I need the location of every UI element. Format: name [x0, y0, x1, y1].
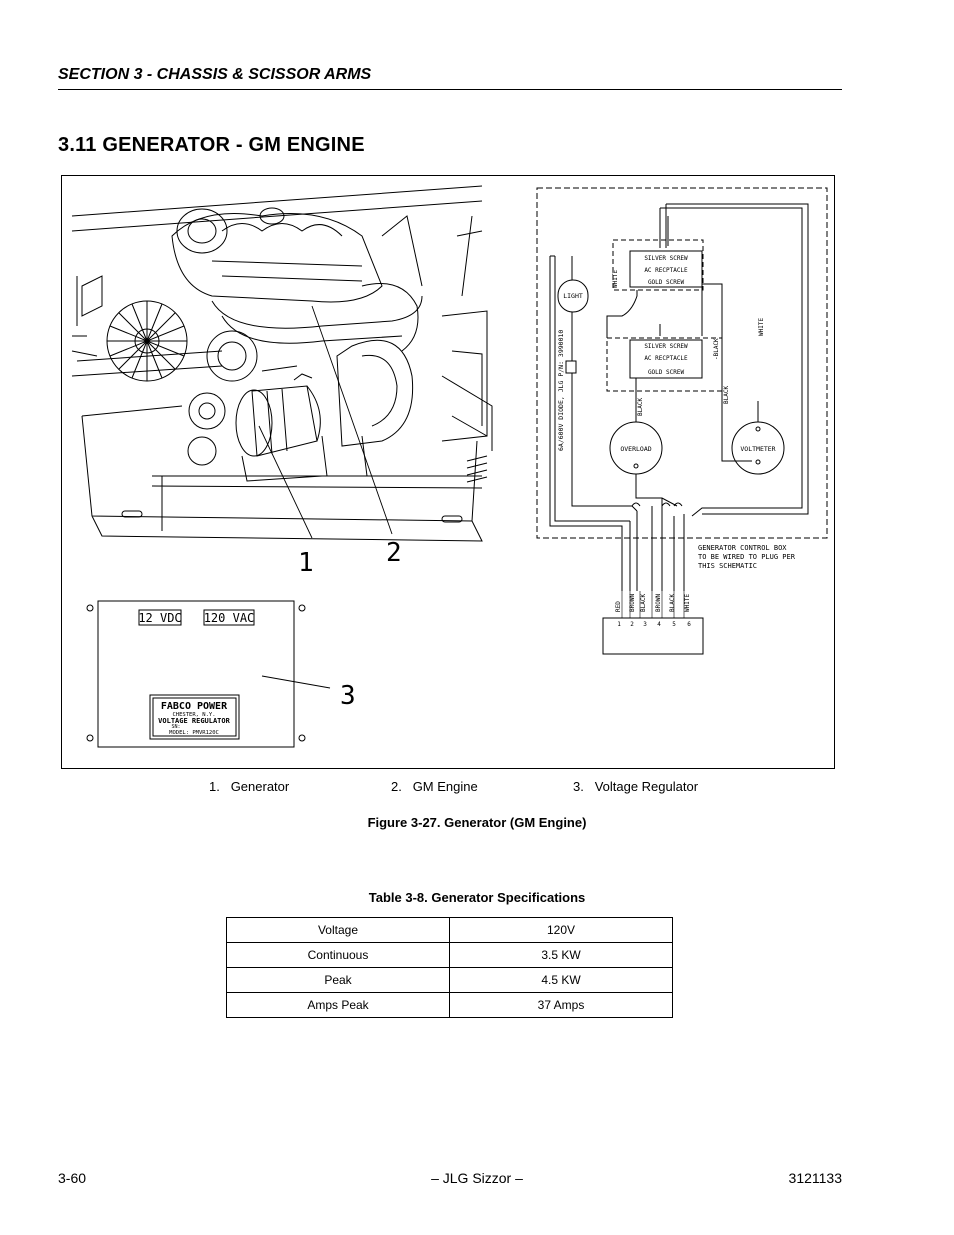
regulator-12vdc: 12 VDC — [138, 611, 181, 625]
figure-illustration: 1 2 12 VDC 120 VAC FABCO POWER CHESTER, … — [71, 185, 828, 748]
figure-caption: Figure 3-27. Generator (GM Engine) — [367, 815, 587, 830]
callout-2: 2 — [386, 538, 402, 568]
legend-item-1: 1. Generator — [209, 779, 290, 794]
light-label: LIGHT — [563, 292, 583, 300]
plug-wire-1: RED — [615, 601, 622, 612]
spec-label: Amps Peak — [226, 992, 450, 1018]
voltmeter-label: VOLTMETER — [740, 445, 775, 453]
overload-label: OVERLOAD — [620, 445, 651, 453]
spec-value: 4.5 KW — [449, 967, 673, 993]
section-header: SECTION 3 - CHASSIS & SCISSOR ARMS — [58, 66, 372, 83]
wire-black-1: BLACK — [637, 398, 644, 416]
figure-generator-gm-engine: 1 2 12 VDC 120 VAC FABCO POWER CHESTER, … — [61, 175, 835, 769]
footer-doc-number: 3121133 — [788, 1170, 842, 1186]
callout-3: 3 — [340, 681, 356, 711]
table-row: Peak 4.5 KW — [226, 967, 673, 993]
generator-specs-table: Voltage 120V Continuous 3.5 KW Peak 4.5 … — [226, 917, 673, 1018]
receptacle1-ac: AC RECPTACLE — [644, 267, 688, 274]
table-row: Continuous 3.5 KW — [226, 942, 673, 968]
regulator-120vac: 120 VAC — [204, 611, 255, 625]
voltage-regulator — [86, 600, 331, 748]
wire-white-2: WHITE — [758, 318, 765, 336]
engine-illustration — [71, 185, 493, 542]
receptacle2-gold: GOLD SCREW — [648, 369, 685, 376]
control-box-note-2: TO BE WIRED TO PLUG PER — [698, 553, 796, 561]
regulator-product: VOLTAGE REGULATOR — [158, 717, 230, 725]
footer-page-number: 3-60 — [58, 1170, 87, 1186]
table-caption: Table 3-8. Generator Specifications — [368, 890, 586, 905]
footer-title: – JLG Sizzor – — [431, 1170, 523, 1186]
table-row: Amps Peak 37 Amps — [226, 992, 673, 1018]
legend-item-2: 2. GM Engine — [391, 779, 478, 794]
regulator-brand: FABCO POWER — [161, 701, 228, 712]
wire-black-3: -BLACK — [713, 338, 720, 360]
receptacle1-silver: SILVER SCREW — [644, 255, 688, 262]
plug-wire-6: WHITE — [684, 594, 691, 612]
regulator-model: MODEL: PMVR120C — [169, 730, 219, 736]
receptacle2-silver: SILVER SCREW — [644, 343, 688, 350]
plug-pin-6: 6 — [687, 621, 691, 628]
plug-pin-1: 1 — [617, 621, 621, 628]
spec-value: 120V — [449, 917, 673, 943]
wire-white-1: WHITE — [612, 270, 619, 288]
control-box-note-1: GENERATOR CONTROL BOX — [698, 544, 787, 552]
plug-wire-4: BROWN — [655, 594, 662, 612]
receptacle1-gold: GOLD SCREW — [648, 279, 685, 286]
plug-pin-5: 5 — [672, 621, 676, 628]
page-title: 3.11 GENERATOR - GM ENGINE — [58, 134, 365, 156]
table-row: Voltage 120V — [226, 917, 673, 943]
control-box-note-3: THIS SCHEMATIC — [698, 562, 757, 570]
legend-item-3: 3. Voltage Regulator — [573, 779, 699, 794]
plug-pin-4: 4 — [657, 621, 661, 628]
spec-label: Peak — [226, 967, 450, 993]
spec-label: Voltage — [226, 917, 450, 943]
spec-value: 37 Amps — [449, 992, 673, 1018]
receptacle2-ac: AC RECPTACLE — [644, 355, 688, 362]
regulator-sn: SN: — [171, 724, 180, 730]
plug-pin-2: 2 — [630, 621, 634, 628]
regulator-city: CHESTER, N.Y. — [172, 712, 215, 718]
callout-1: 1 — [298, 548, 314, 578]
diode-label: 6A/600V DIODE, JLG P/N: 3990010 — [557, 330, 565, 451]
wire-black-2: BLACK — [723, 386, 730, 404]
spec-label: Continuous — [226, 942, 450, 968]
plug-wire-5: BLACK — [669, 594, 676, 612]
wiring-schematic — [536, 187, 828, 655]
spec-value: 3.5 KW — [449, 942, 673, 968]
header-rule — [58, 89, 842, 90]
plug-wire-3: BLACK — [640, 594, 647, 612]
plug-wire-2: BROWN — [629, 594, 636, 612]
plug-pin-3: 3 — [643, 621, 647, 628]
